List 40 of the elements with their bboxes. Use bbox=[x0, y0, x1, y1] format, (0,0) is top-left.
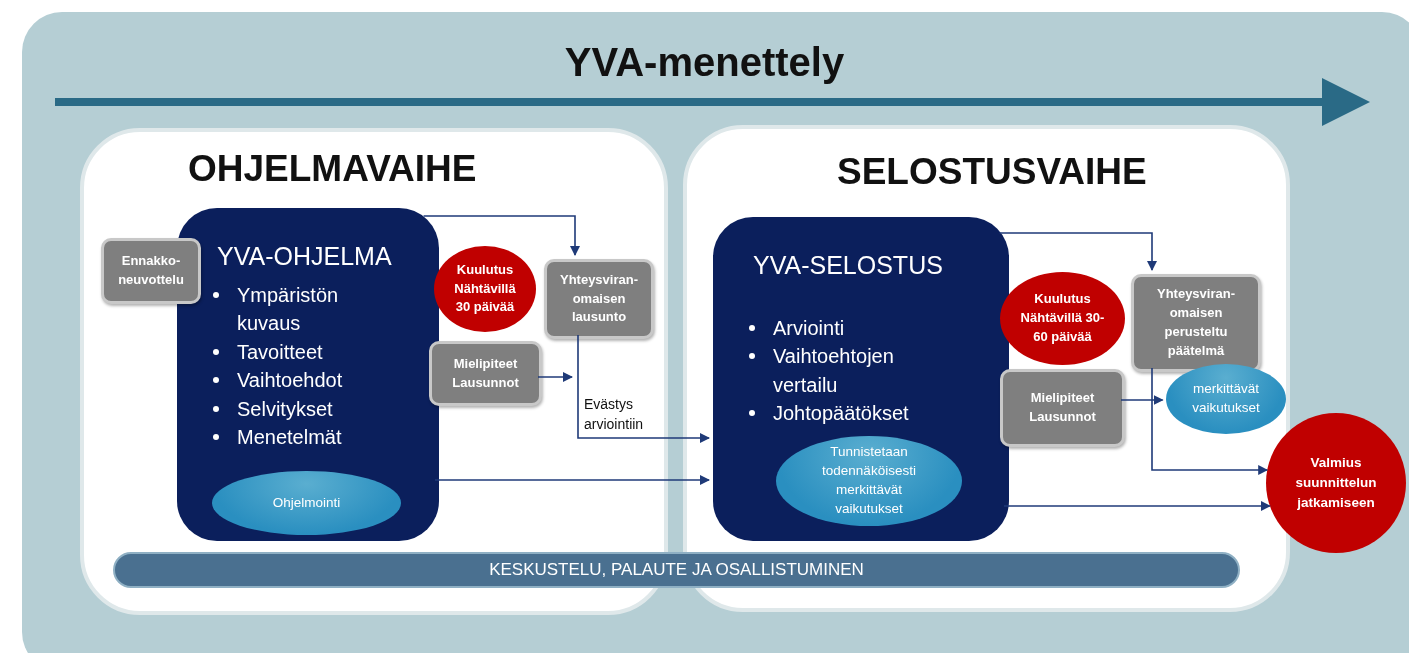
participation-bar bbox=[113, 552, 1240, 588]
box-label: Ennakko-neuvottelu bbox=[117, 252, 185, 289]
arrow bbox=[422, 215, 580, 256]
bullet-item: Menetelmät bbox=[237, 424, 343, 450]
panel-heading: SELOSTUSVAIHE bbox=[837, 151, 1147, 193]
arrow bbox=[1151, 367, 1269, 475]
bullet-item: Vaihtoehtojen vertailu bbox=[773, 344, 895, 398]
bullet-item: Arviointi bbox=[773, 316, 846, 341]
arrow bbox=[1003, 501, 1271, 511]
process-box bbox=[429, 341, 542, 406]
document-heading: YVA-OHJELMA bbox=[217, 242, 392, 271]
notice-label: Kuulutus Nähtävillä 30-60 päivää bbox=[1019, 290, 1106, 346]
bullet-item: Selvitykset bbox=[237, 396, 334, 422]
box-label: Mielipiteet Lausunnot bbox=[451, 354, 520, 392]
bullet-item: Vaihtoehdot bbox=[237, 368, 344, 394]
ellipse-label: Tunnistetaan todennäköisesti merkittävät vaikutukset bbox=[821, 443, 917, 518]
arrow bbox=[1120, 395, 1164, 405]
process-box bbox=[101, 238, 201, 304]
bullet-item: Johtopäätökset bbox=[773, 401, 910, 427]
bullet-item: Tavoitteet bbox=[237, 339, 324, 365]
diagram-title: YVA-menettely bbox=[563, 40, 846, 85]
notice-label: Kuulutus Nähtävillä 30 päivää bbox=[453, 260, 517, 317]
box-label: Yhteysviran-omaisen lausunto bbox=[558, 270, 639, 327]
panel-heading: OHJELMAVAIHE bbox=[188, 148, 477, 190]
ellipse-label: Ohjelmointi bbox=[271, 493, 342, 512]
document-heading: YVA-SELOSTUS bbox=[753, 251, 943, 280]
box-label: Yhteysviran-omaisen perusteltu päätelmä bbox=[1155, 285, 1236, 360]
bullet-item: Ympäristön kuvaus bbox=[237, 283, 340, 337]
outcome-label: Valmius suunnittelun jatkamiseen bbox=[1294, 453, 1378, 513]
process-box bbox=[544, 259, 654, 339]
document-box bbox=[713, 217, 1009, 541]
bar-label: KESKUSTELU, PALAUTE JA OSALLISTUMINEN bbox=[489, 560, 864, 580]
process-box bbox=[1131, 274, 1261, 372]
arrow bbox=[537, 372, 573, 382]
arrow bbox=[577, 334, 710, 443]
box-label: Mielipiteet Lausunnot bbox=[1028, 389, 1097, 426]
arrow bbox=[434, 475, 710, 485]
ellipse-label: merkittävät vaikutukset bbox=[1191, 380, 1261, 417]
process-box bbox=[1000, 369, 1125, 447]
arrow bbox=[998, 232, 1157, 271]
